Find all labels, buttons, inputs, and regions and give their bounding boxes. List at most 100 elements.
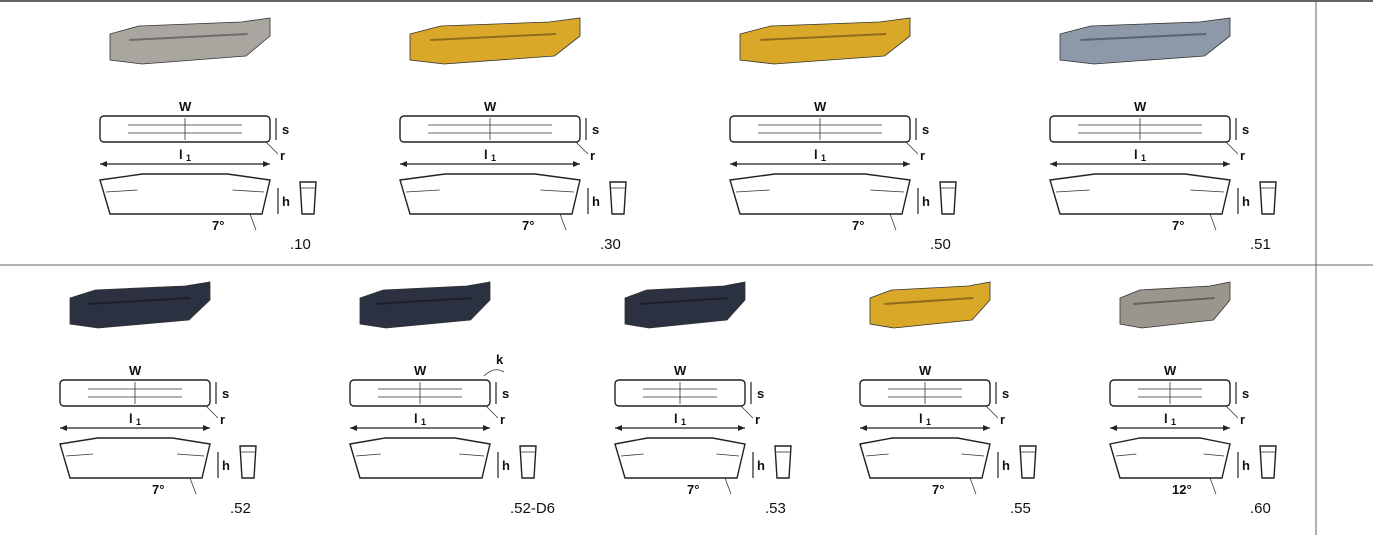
dimension-r-leader (575, 141, 589, 155)
side-view-edge (540, 189, 575, 193)
dimension-l1-arrow (903, 161, 910, 167)
side-view-edge (232, 189, 265, 193)
insert-code-label: .52 (230, 500, 251, 517)
side-view-outline (614, 437, 746, 479)
insert-end-view (1019, 445, 1037, 479)
dimension-h-label: h (757, 458, 765, 473)
dimension-r-label: r (920, 148, 925, 163)
dimension-s-label: s (1242, 386, 1249, 401)
insert-photo (69, 281, 211, 329)
dimension-l1-subscript: 1 (1171, 417, 1176, 427)
insert-photo (739, 17, 911, 65)
dimension-r-label: r (755, 412, 760, 427)
clearance-angle-line (969, 477, 977, 495)
dimension-r-leader (905, 141, 919, 155)
dimension-s-label: s (592, 122, 599, 137)
dimension-l1-arrow (1223, 425, 1230, 431)
dimension-w-label: W (674, 363, 687, 378)
dimension-r-label: r (1240, 412, 1245, 427)
dimension-l1-arrow (400, 161, 407, 167)
insert-photo-body (1059, 17, 1231, 65)
dimension-l1-arrow (60, 425, 67, 431)
insert-code-label: .51 (1250, 236, 1271, 253)
dimension-l1-subscript: 1 (186, 153, 191, 163)
dimension-l1-label: l (179, 147, 183, 162)
dimension-l1-arrow (1110, 425, 1117, 431)
insert-photo-groove (375, 297, 472, 305)
side-view-edge (865, 453, 889, 457)
insert-code-label: .10 (290, 236, 311, 253)
clearance-angle-line (559, 213, 567, 231)
dimension-l1-arrow (730, 161, 737, 167)
dimension-r-leader (1225, 141, 1239, 155)
dimension-l1-label: l (414, 411, 418, 426)
insert-top-view (1109, 379, 1231, 407)
dimension-r-label: r (1000, 412, 1005, 427)
clearance-angle-label: 7° (212, 218, 224, 233)
end-view-outline (939, 181, 957, 215)
dimension-r-label: r (280, 148, 285, 163)
dimension-r-leader (985, 405, 999, 419)
insert-photo-body (69, 281, 211, 329)
insert-photo-body (1119, 281, 1231, 329)
clearance-angle-line (189, 477, 197, 495)
side-view-edge (105, 189, 138, 193)
clearance-angle-label: 7° (932, 482, 944, 497)
side-view-edge (961, 453, 985, 457)
insert-top-view (99, 115, 271, 143)
dimension-l1-subscript: 1 (1141, 153, 1146, 163)
side-view-outline (859, 437, 991, 479)
end-view-outline (239, 445, 257, 479)
insert-end-view (519, 445, 537, 479)
dimension-l1-arrow (860, 425, 867, 431)
side-view-edge (176, 453, 205, 457)
side-view-outline (59, 437, 211, 479)
dimension-l1-arrow (615, 425, 622, 431)
dimension-l1-arrow (738, 425, 745, 431)
dimension-l1-label: l (129, 411, 133, 426)
dimension-r-label: r (500, 412, 505, 427)
insert-photo-groove (760, 33, 887, 41)
insert-side-view (1109, 437, 1231, 479)
side-view-edge (716, 453, 740, 457)
side-view-edge (355, 453, 381, 457)
end-view-outline (774, 445, 792, 479)
dimension-h-label: h (502, 458, 510, 473)
side-view-outline (1109, 437, 1231, 479)
dimension-w-label: W (814, 99, 827, 114)
dimension-w-label: W (129, 363, 142, 378)
dimension-l1-label: l (1134, 147, 1138, 162)
insert-end-view (774, 445, 792, 479)
insert-top-view (399, 115, 581, 143)
dimension-l1-arrow (203, 425, 210, 431)
dimension-l1-subscript: 1 (926, 417, 931, 427)
dimension-l1-label: l (814, 147, 818, 162)
side-view-edge (65, 453, 94, 457)
insert-end-view (1259, 181, 1277, 215)
insert-photo (1119, 281, 1231, 329)
dimension-r-label: r (220, 412, 225, 427)
insert-side-view (859, 437, 991, 479)
side-view-edge (1203, 453, 1225, 457)
clearance-angle-label: 7° (152, 482, 164, 497)
dimension-l1-arrow (483, 425, 490, 431)
dimension-w-label: W (1134, 99, 1147, 114)
dimension-s-label: s (1242, 122, 1249, 137)
side-view-outline (729, 173, 911, 215)
side-view-edge (735, 189, 770, 193)
clearance-angle-line (889, 213, 897, 231)
dimension-h-label: h (592, 194, 600, 209)
dimension-l1-arrow (1223, 161, 1230, 167)
insert-end-view (299, 181, 317, 215)
insert-top-view (1049, 115, 1231, 143)
